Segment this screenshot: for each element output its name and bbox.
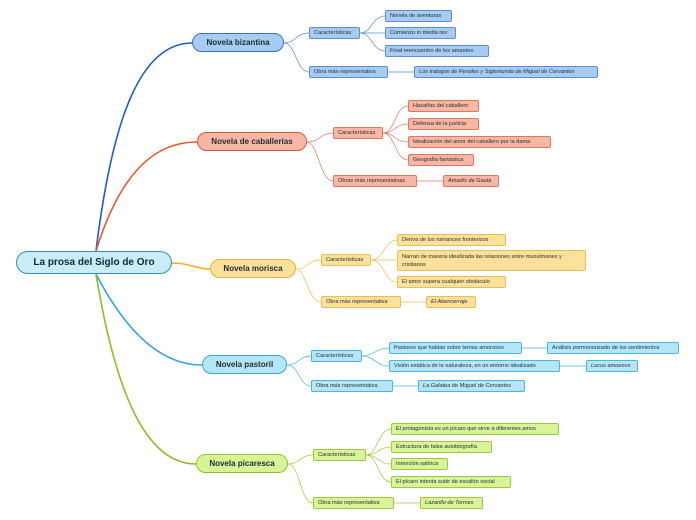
caballerias-caracteristica-2[interactable]: Defensa de la justicia xyxy=(408,118,479,130)
picaresca-caracteristicas[interactable]: Características xyxy=(313,449,366,461)
picaresca-obra[interactable]: Lazarillo de Tormes xyxy=(420,497,483,509)
picaresca-caracteristica-1[interactable]: El protagonista es un pícaro que sirve a… xyxy=(391,423,559,435)
topic-novela-picaresca[interactable]: Novela picaresca xyxy=(196,454,288,473)
morisca-obra[interactable]: El Abencerraje xyxy=(426,296,476,308)
root-topic[interactable]: La prosa del Siglo de Oro xyxy=(16,251,172,274)
connector-morisca xyxy=(171,262,211,270)
bizantina-caracteristica-3[interactable]: Final reencuentro de los amantes xyxy=(385,45,489,57)
caballerias-caracteristica-4[interactable]: Geografía fantástica xyxy=(408,154,474,166)
pastoril-caracteristica-1[interactable]: Pastores que hablan sobre temas amorosos xyxy=(389,342,522,354)
caballerias-caracteristica-3[interactable]: Idealización del amor del caballero por … xyxy=(408,136,551,148)
pastoril-detalle-2[interactable]: Locus amoenus xyxy=(586,360,638,372)
morisca-caracteristicas[interactable]: Características xyxy=(321,254,371,266)
pastoril-caracteristica-2[interactable]: Visión estática de la naturaleza, en un … xyxy=(389,360,560,372)
connector-picaresca xyxy=(95,273,197,465)
morisca-obra-label[interactable]: Obra más representativa xyxy=(321,296,401,308)
bizantina-caracteristica-2[interactable]: Comienzo in media res xyxy=(385,27,456,39)
pastoril-obra[interactable]: La Galatea de Miguel de Cervantes xyxy=(418,380,525,392)
topic-novela-morisca[interactable]: Novela morisca xyxy=(210,259,296,278)
pastoril-obra-label[interactable]: Obra más representativa xyxy=(311,380,393,392)
pastoril-caracteristicas[interactable]: Características xyxy=(311,350,362,362)
picaresca-obra-label[interactable]: Obra más representativa xyxy=(313,497,394,509)
morisca-caracteristica-1[interactable]: Deriva de los romances fronterizos xyxy=(397,234,506,246)
bizantina-caracteristicas[interactable]: Características xyxy=(309,27,360,39)
bizantina-caracteristica-1[interactable]: Novela de aventuras xyxy=(385,10,452,22)
pastoril-obra-title: La Galatea xyxy=(423,383,451,389)
connector-caballerias xyxy=(95,141,198,252)
topic-novela-pastoril[interactable]: Novela pastoril xyxy=(202,355,287,374)
bizantina-obra[interactable]: Los trabajos de Persiles y Sigismunda de… xyxy=(414,66,598,78)
topic-novela-caballerias[interactable]: Novela de caballerías xyxy=(197,132,307,151)
caballerias-caracteristicas[interactable]: Características xyxy=(333,127,383,139)
topic-novela-bizantina[interactable]: Novela bizantina xyxy=(192,33,284,52)
caballerias-caracteristica-1[interactable]: Hazañas del caballero xyxy=(408,100,479,112)
connector-bizantina xyxy=(95,42,193,252)
pastoril-detalle-1[interactable]: Análisis pormenorizado de los sentimient… xyxy=(547,342,679,354)
caballerias-obra[interactable]: Amadís de Gaula xyxy=(443,175,499,187)
connector-pastoril xyxy=(95,273,203,366)
picaresca-caracteristica-4[interactable]: El pícaro intenta subir de escalón socia… xyxy=(391,476,511,488)
bizantina-obra-label[interactable]: Obra más representativa xyxy=(309,66,388,78)
caballerias-obras-label[interactable]: Obras más representativas xyxy=(333,175,417,187)
morisca-caracteristica-3[interactable]: El amor supera cualquier obstáculo xyxy=(397,276,506,288)
picaresca-caracteristica-2[interactable]: Estructura de falsa autobiografía xyxy=(391,441,492,453)
pastoril-obra-author: de Miguel de Cervantes xyxy=(450,383,512,389)
morisca-caracteristica-2[interactable]: Narran de manera idealizada las relacion… xyxy=(397,250,586,271)
picaresca-caracteristica-3[interactable]: Intención satírica xyxy=(391,458,448,470)
